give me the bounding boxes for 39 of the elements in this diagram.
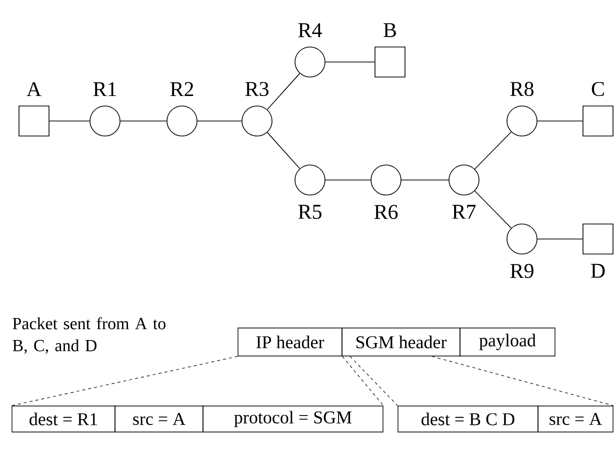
- leader-line: [11, 356, 238, 406]
- header-field: dest = B C D: [398, 406, 538, 432]
- link-line: [197, 120, 242, 122]
- leader-line: [432, 356, 614, 406]
- node-label: R6: [374, 204, 398, 220]
- header-field: src = A: [538, 406, 614, 432]
- header-field: protocol = SGM: [202, 406, 384, 432]
- node-label: A: [26, 82, 42, 96]
- header-field: dest = R1: [12, 406, 116, 432]
- header-field: payload: [460, 328, 556, 356]
- link-line: [120, 120, 167, 122]
- header-field: SGM header: [342, 328, 460, 356]
- node-label: R3: [245, 82, 268, 96]
- link-line: [537, 120, 583, 122]
- node-label: B: [384, 23, 396, 38]
- leader-line: [342, 356, 384, 406]
- link-line: [474, 132, 512, 170]
- node-label: R7: [452, 204, 476, 219]
- node-label: R9: [510, 264, 534, 278]
- link-line: [266, 73, 300, 110]
- leader-line: [350, 356, 398, 406]
- host-square: A: [18, 82, 50, 136]
- caption-text: Packet sent from A to B, C, and D: [12, 317, 166, 354]
- link-line: [474, 190, 512, 228]
- node-label: R1: [93, 82, 116, 96]
- node-label: R2: [170, 82, 194, 96]
- node-label: R4: [298, 23, 322, 38]
- host-square: B: [374, 23, 406, 78]
- node-label: C: [592, 82, 604, 96]
- link-line: [537, 238, 583, 240]
- node-label: D: [591, 264, 605, 278]
- header-field: IP header: [238, 328, 342, 356]
- header-field: src = A: [114, 406, 204, 432]
- host-square: D: [582, 224, 614, 278]
- link-line: [49, 120, 90, 122]
- node-label: R8: [510, 82, 534, 96]
- host-square: C: [582, 82, 614, 136]
- node-label: R5: [298, 204, 322, 219]
- link-line: [266, 132, 300, 169]
